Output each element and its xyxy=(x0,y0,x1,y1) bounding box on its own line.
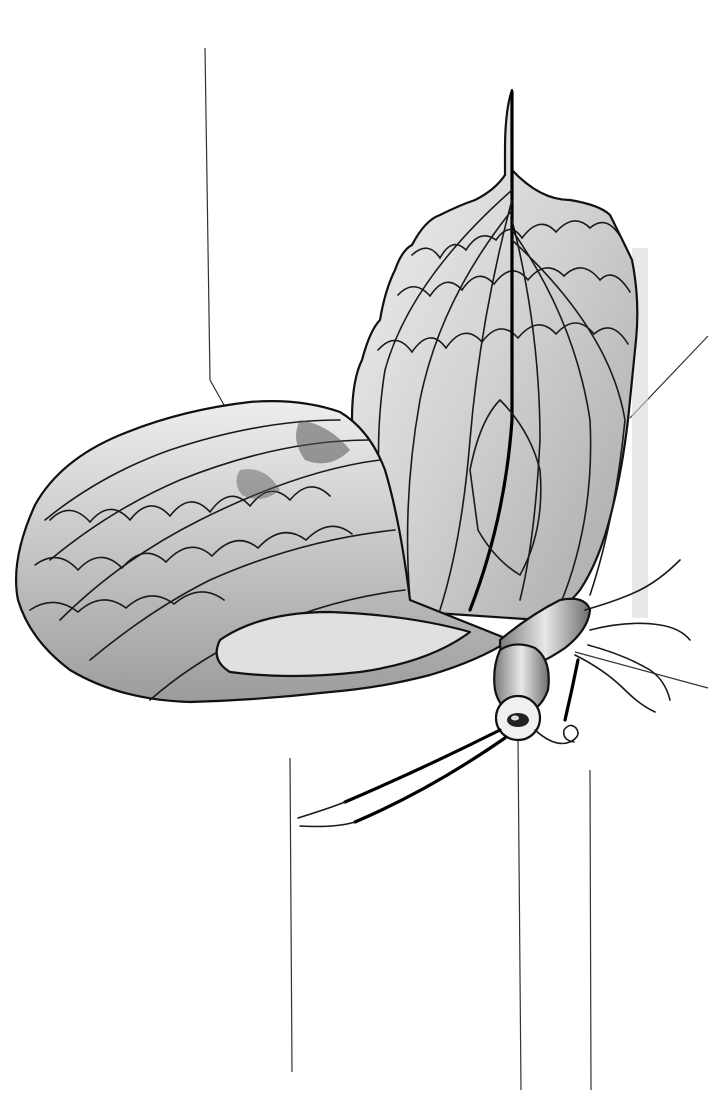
eye-highlight xyxy=(511,716,519,721)
proboscis xyxy=(535,725,578,743)
leader-line-eye xyxy=(518,740,521,1090)
antenna-2 xyxy=(355,738,505,822)
antenna-2-club xyxy=(300,822,355,827)
leader-line-thorax xyxy=(575,652,708,688)
leader-line-antenna xyxy=(290,758,292,1072)
leg-2 xyxy=(590,623,690,640)
eye xyxy=(507,713,529,727)
leader-line-forewing xyxy=(205,48,210,380)
antenna-1 xyxy=(345,730,500,802)
leader-line-proboscis xyxy=(590,770,591,1090)
leg-4 xyxy=(565,660,578,720)
antennae xyxy=(298,730,505,827)
leg-3 xyxy=(575,655,655,712)
leg-5 xyxy=(588,645,670,700)
antenna-1-club xyxy=(298,802,345,818)
